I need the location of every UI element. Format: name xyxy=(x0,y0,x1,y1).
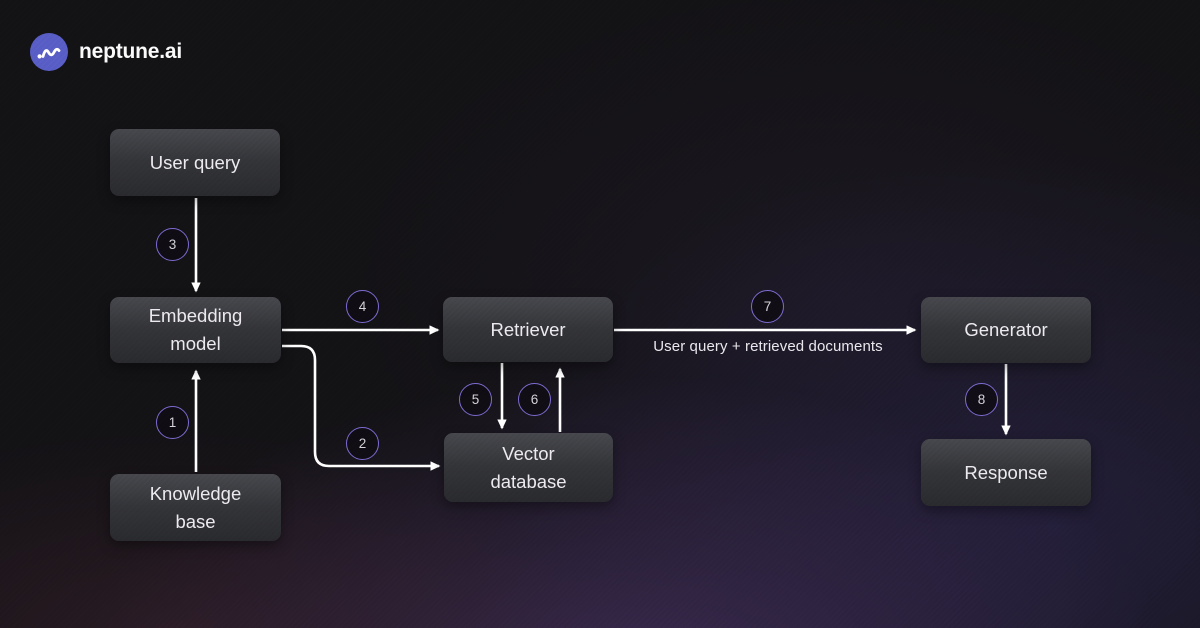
node-embedding-model: Embedding model xyxy=(110,297,281,363)
step-number: 7 xyxy=(763,299,772,314)
node-knowledge-base: Knowledge base xyxy=(110,474,281,541)
step-circle-1: 1 xyxy=(156,406,189,439)
step-number: 4 xyxy=(358,299,367,314)
brand: neptune.ai xyxy=(30,33,182,71)
node-label: Retriever xyxy=(490,318,566,340)
step-number: 8 xyxy=(977,392,986,407)
step-circle-2: 2 xyxy=(346,427,379,460)
step-circle-8: 8 xyxy=(965,383,998,416)
arrow-embedding-model-to-vector-database xyxy=(282,344,441,471)
brand-name: neptune.ai xyxy=(79,40,183,63)
step-number: 6 xyxy=(530,392,539,407)
node-user-query: User query xyxy=(110,129,280,196)
node-label: Response xyxy=(964,461,1048,483)
node-retriever: Retriever xyxy=(443,297,613,362)
node-label: Embedding model xyxy=(148,305,243,354)
node-label: Generator xyxy=(964,319,1048,341)
step-circle-7: 7 xyxy=(751,290,784,323)
node-label: Vector database xyxy=(490,442,567,492)
step-number: 1 xyxy=(168,415,177,430)
step-circle-3: 3 xyxy=(156,228,189,261)
node-response: Response xyxy=(921,439,1091,506)
step-circle-4: 4 xyxy=(346,290,379,323)
node-label: Knowledge base xyxy=(149,482,242,532)
step-number: 3 xyxy=(168,237,177,252)
node-generator: Generator xyxy=(921,297,1091,363)
step-number: 2 xyxy=(358,436,367,451)
step-circle-5: 5 xyxy=(459,383,492,416)
step-circle-6: 6 xyxy=(518,383,551,416)
neptune-logo-icon xyxy=(30,33,68,71)
node-label: User query xyxy=(149,151,241,173)
node-vector-database: Vector database xyxy=(444,433,613,502)
edge-label-retriever-to-generator: User query + retrieved documents xyxy=(653,338,883,355)
step-number: 5 xyxy=(471,392,480,407)
